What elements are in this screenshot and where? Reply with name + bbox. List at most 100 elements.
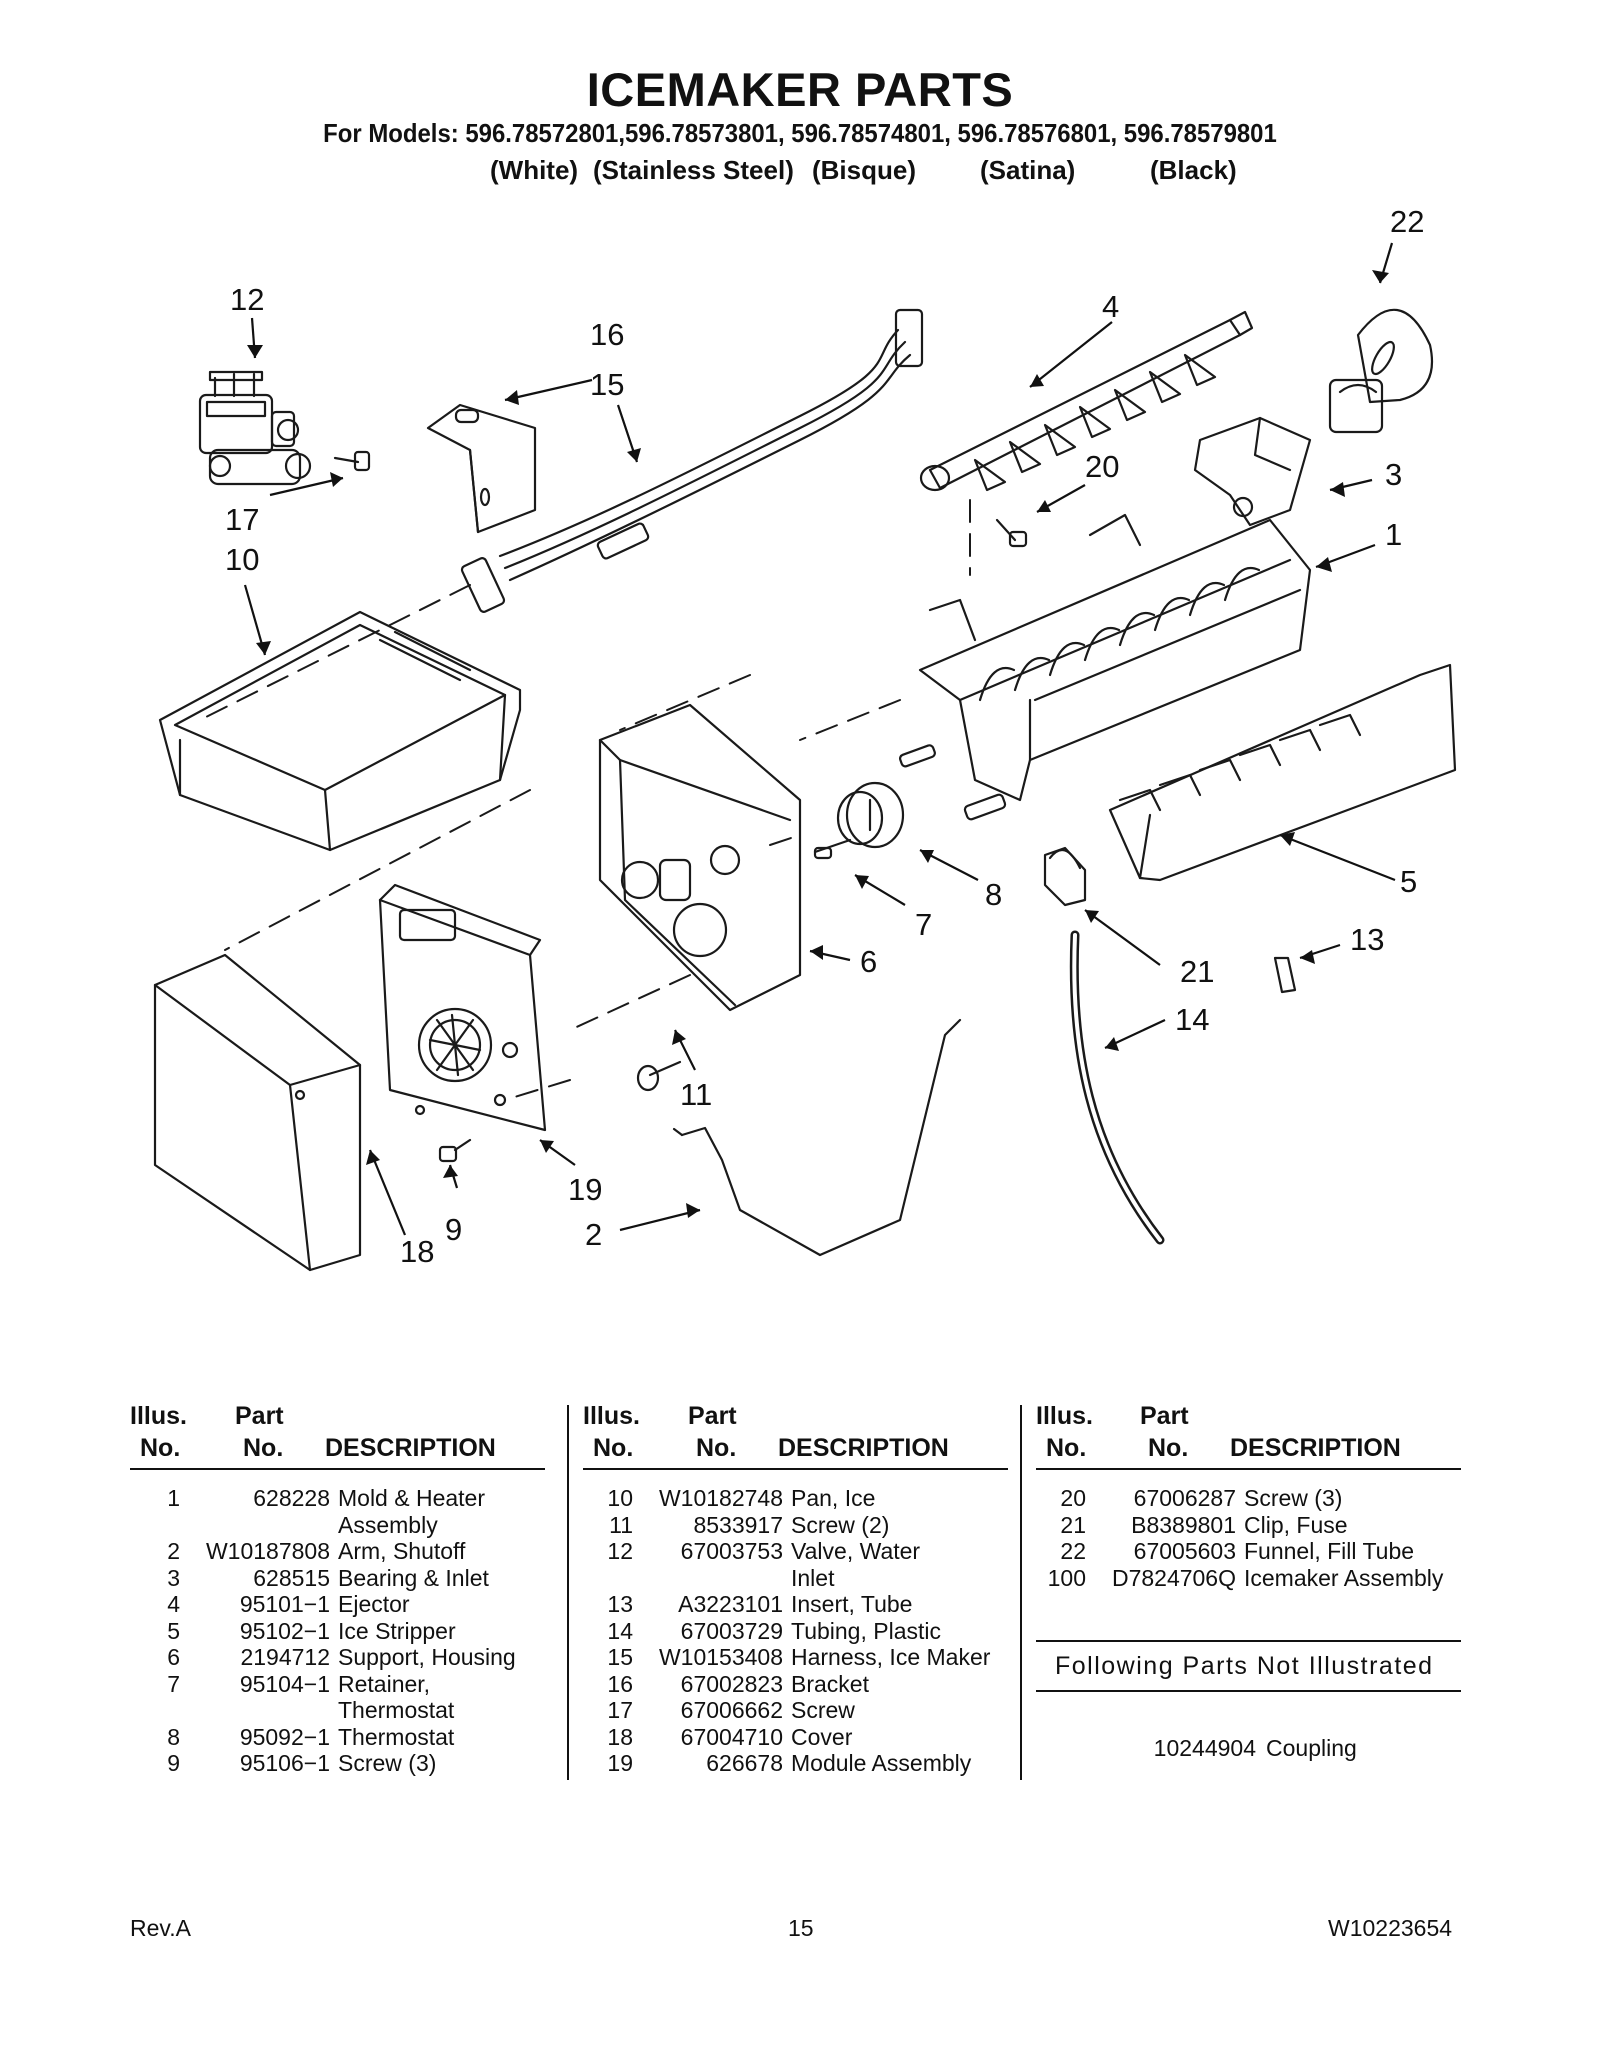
part-number: 67005603 [1133, 1538, 1236, 1564]
header-part-no: No. [1148, 1434, 1189, 1462]
water-valve-part [198, 370, 312, 486]
part-number: 67003753 [680, 1538, 783, 1564]
header-illus: Illus. [583, 1402, 640, 1430]
callout-10: 10 [225, 542, 259, 577]
part-number: 67004710 [680, 1723, 783, 1750]
illus-number: 10 [607, 1485, 633, 1511]
header-description: DESCRIPTION [1230, 1434, 1401, 1462]
part-description: Screw (2) [791, 1511, 890, 1538]
header-illus: Illus. [1036, 1402, 1093, 1430]
header-part: Part [235, 1402, 284, 1430]
callout-numbers: 22 12 16 15 4 17 10 20 3 1 8 7 6 5 21 13… [225, 204, 1424, 1269]
header-rule [583, 1468, 1008, 1470]
part-number: A3223101 [678, 1591, 783, 1617]
callout-20: 20 [1085, 449, 1119, 484]
callout-7: 7 [915, 907, 932, 942]
header-part-no: No. [243, 1434, 284, 1462]
part-number: 95106−1 [239, 1750, 330, 1776]
part-description: Assembly [338, 1511, 438, 1538]
callout-11: 11 [680, 1077, 712, 1112]
ice-mold-part [918, 513, 1312, 802]
illus-number: 16 [607, 1670, 633, 1697]
callout-21: 21 [1180, 954, 1214, 989]
illus-number: 4 [167, 1591, 180, 1617]
illus-number: 13 [607, 1591, 633, 1617]
color-label: (Bisque) [812, 155, 916, 185]
callout-6: 6 [860, 944, 877, 979]
illus-number: 22 [1060, 1538, 1086, 1564]
ice-pan-part [158, 610, 522, 852]
part-number: 626678 [706, 1750, 783, 1776]
header-description: DESCRIPTION [325, 1434, 496, 1462]
illus-number: 3 [167, 1564, 180, 1591]
illus-number: 5 [167, 1617, 180, 1644]
tube-insert-part [1273, 956, 1297, 994]
part-description: Coupling [1266, 1735, 1357, 1761]
illus-number: 18 [607, 1723, 633, 1750]
header-description: DESCRIPTION [778, 1434, 949, 1462]
color-label: (Black) [1150, 155, 1237, 185]
part-description: Screw (3) [338, 1750, 437, 1776]
thermostat-part [836, 781, 905, 849]
bearing-inlet-part [1193, 416, 1312, 527]
part-number: 67002823 [680, 1670, 783, 1697]
table-row: 18 67004710 Cover [583, 1724, 1013, 1752]
fill-funnel-part [1328, 308, 1434, 434]
fuse-clip-part [1043, 846, 1087, 907]
part-description: Inlet [791, 1564, 835, 1591]
part-number: 8533917 [693, 1511, 783, 1538]
illus-number: 7 [167, 1670, 180, 1697]
part-description: Insert, Tube [791, 1591, 913, 1617]
callout-4: 4 [1102, 289, 1119, 324]
ejector-part [919, 310, 1254, 492]
part-number: 95101−1 [239, 1591, 330, 1617]
part-description: Module Assembly [791, 1750, 972, 1776]
part-description: Cover [791, 1723, 853, 1750]
part-number: 2194712 [240, 1644, 330, 1670]
part-number: W10187808 [205, 1538, 330, 1564]
part-description: Harness, Ice Maker [791, 1644, 991, 1670]
page-title: ICEMAKER PARTS [586, 63, 1014, 116]
plastic-tubing-part [1069, 930, 1165, 1245]
pins [898, 744, 1007, 821]
not-illustrated-rule-top [1036, 1640, 1461, 1642]
part-number: D7824706Q [1111, 1564, 1236, 1591]
table-row: 4 95101−1 Ejector [130, 1591, 560, 1619]
shutoff-arm-part [672, 1018, 962, 1257]
illus-number: 6 [167, 1644, 180, 1670]
leader-arrows [243, 242, 1396, 1236]
illus-number: 21 [1060, 1511, 1086, 1538]
part-description: Tubing, Plastic [791, 1617, 941, 1644]
screw-17-part [333, 450, 371, 472]
header-part: Part [688, 1402, 737, 1430]
header-illus: Illus. [130, 1402, 187, 1430]
part-description: Ejector [338, 1591, 410, 1617]
callout-22: 22 [1390, 204, 1424, 239]
callout-18: 18 [400, 1234, 434, 1269]
callout-19: 19 [568, 1172, 602, 1207]
header-rule [130, 1468, 545, 1470]
illus-number: 8 [167, 1723, 180, 1750]
illus-number: 1 [167, 1485, 180, 1511]
not-illustrated-row: 10244904 Coupling [1036, 1735, 1461, 1763]
color-label: (Stainless Steel) [593, 155, 794, 185]
not-illustrated-rule-bottom [1036, 1690, 1461, 1692]
model-colors: (White) (Stainless Steel) (Bisque) (Sati… [490, 155, 1490, 189]
part-number: 95092−1 [239, 1723, 330, 1750]
alignment-lines [199, 499, 971, 1101]
part-description: Bearing & Inlet [338, 1564, 489, 1591]
model-list: For Models: 596.78572801,596.78573801, 5… [323, 118, 1277, 148]
ice-stripper-part [1108, 663, 1457, 882]
table-row: 13 A3223101 Insert, Tube [583, 1591, 1013, 1619]
